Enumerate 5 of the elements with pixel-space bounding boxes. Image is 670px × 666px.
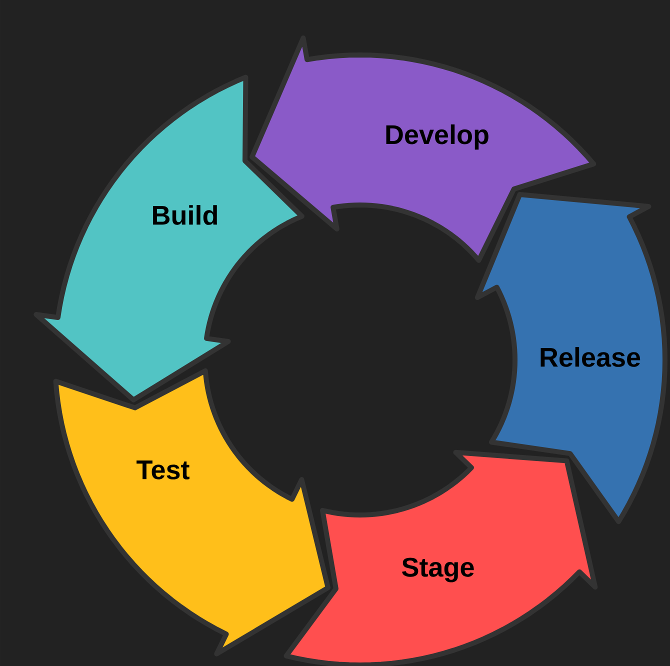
arrow-segment: Stage bbox=[284, 450, 598, 666]
arrow-segment: Develop bbox=[250, 35, 596, 263]
arrow-segment: Build bbox=[34, 74, 304, 402]
arrow-segment: Release bbox=[474, 192, 668, 524]
arrow-segment: Test bbox=[53, 368, 330, 656]
